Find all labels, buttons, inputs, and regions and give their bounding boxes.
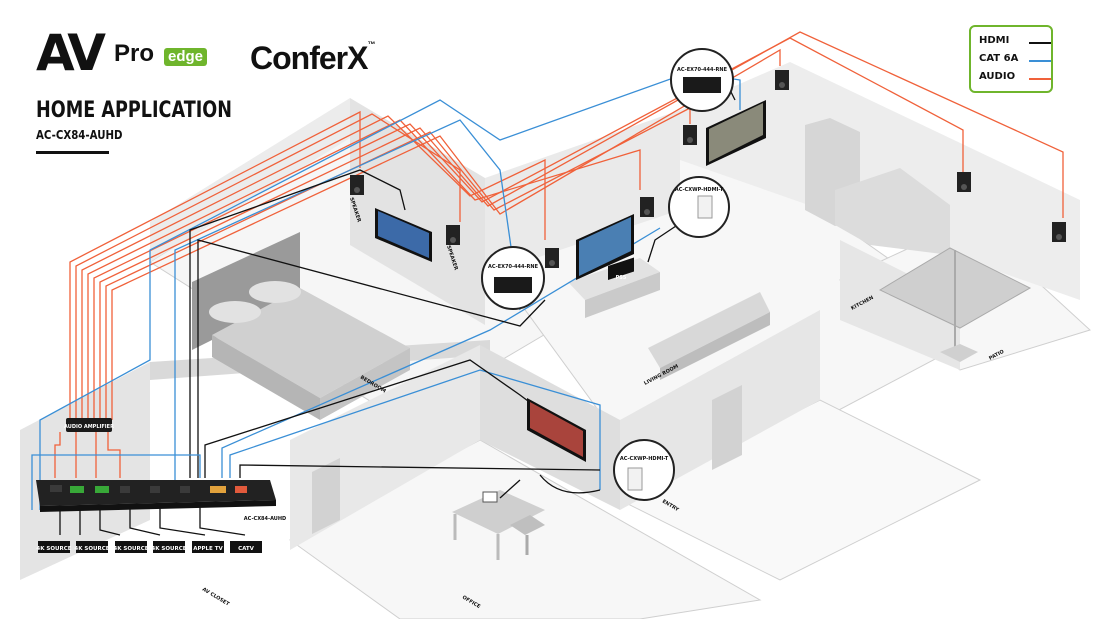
legend-label: AUDIO [979, 71, 1016, 82]
audio-cables [69, 31, 1064, 420]
avproedge-logo: AV Pro edge [36, 28, 236, 88]
umbrella-base [940, 344, 978, 362]
entry-door [712, 385, 742, 470]
source-label: APPLE TV [193, 546, 223, 552]
source-label: 4K SOURCE [74, 546, 109, 552]
matrix-switcher [36, 480, 276, 512]
amplifier-label: AUDIO AMPLIFIER [64, 424, 114, 430]
pillow [249, 281, 301, 303]
tv-bedroom [375, 208, 432, 262]
logo-av: AV [36, 24, 106, 82]
tv-stand [568, 258, 660, 300]
page-title: HOME APPLICATION [36, 98, 232, 123]
living-back-wall [485, 110, 680, 275]
bed-end [320, 348, 410, 420]
bed-top [212, 288, 410, 398]
laptop [482, 491, 498, 503]
wallplate-office-label: AC-CXWP-HDMI-T [620, 456, 669, 462]
tv-stand-front [585, 272, 660, 318]
tv-kitchen [706, 100, 766, 166]
desk-top [452, 490, 545, 534]
office-door [312, 458, 340, 534]
title-underline [36, 151, 109, 154]
speaker-icon [545, 248, 559, 268]
hdmi-cables [59, 89, 736, 536]
logo-pro: Pro [114, 40, 155, 67]
source-label: 4K SOURCE [36, 546, 71, 552]
cat6a-cables [39, 71, 741, 510]
pillow [209, 301, 261, 323]
wallplate-living-callout [668, 176, 730, 238]
bed-side [212, 335, 320, 420]
tv-living [576, 214, 634, 280]
speaker-icon [1052, 222, 1066, 242]
speaker-icon [640, 197, 654, 217]
closet-left-wall [20, 362, 150, 580]
extender-living-label: AC-EX70-444-RNE [488, 264, 539, 270]
speaker-icon [775, 70, 789, 90]
extender-top-callout [670, 48, 734, 112]
ps5-label: PS5 [616, 275, 627, 281]
source-label: 4K SOURCE [113, 546, 148, 552]
source-boxes [38, 541, 262, 553]
speaker-icon [350, 175, 364, 195]
office-chair [510, 515, 545, 535]
sofa [648, 292, 770, 368]
legend-swatch [1029, 60, 1051, 62]
conferx-logo: ConferX™ [250, 40, 375, 77]
legend-label: HDMI [979, 35, 1010, 46]
speaker-icon [683, 125, 697, 145]
wallplate-office-callout [613, 439, 675, 501]
source-label: 4K SOURCE [151, 546, 186, 552]
wallplate-living-label: AC-CXWP-HDMI-T [675, 187, 724, 193]
speaker-icon [957, 172, 971, 192]
matrix-label: AC-CX84-AUHD [244, 516, 286, 522]
patio-wall [840, 240, 960, 370]
cable-legend: HDMI CAT 6A AUDIO [969, 25, 1053, 93]
room-label-closet: AV CLOSET [201, 587, 231, 608]
legend-item-cat6a: CAT 6A [979, 53, 1051, 69]
legend-item-hdmi: HDMI [979, 35, 1051, 51]
legend-swatch [1029, 42, 1051, 44]
legend-item-audio: AUDIO [979, 71, 1051, 87]
amp-return [31, 454, 201, 510]
page-subtitle: AC-CX84-AUHD [36, 128, 123, 142]
logo-edge: edge [164, 48, 208, 66]
source-label: CATV [238, 546, 255, 552]
bedroom-back-wall [150, 98, 350, 262]
legend-label: CAT 6A [979, 53, 1019, 64]
extender-top-label: AC-EX70-444-RNE [677, 67, 728, 73]
extender-living-callout [481, 246, 545, 310]
sofa-front [660, 312, 770, 380]
kitchen-counter [835, 168, 950, 255]
legend-swatch [1029, 78, 1051, 80]
speaker-icon [446, 225, 460, 245]
conferx-tm: ™ [367, 40, 375, 49]
audio-amplifier [66, 418, 112, 432]
tv-office [527, 398, 586, 462]
conferx-name: ConferX [250, 40, 368, 76]
ps5-console [608, 257, 634, 280]
